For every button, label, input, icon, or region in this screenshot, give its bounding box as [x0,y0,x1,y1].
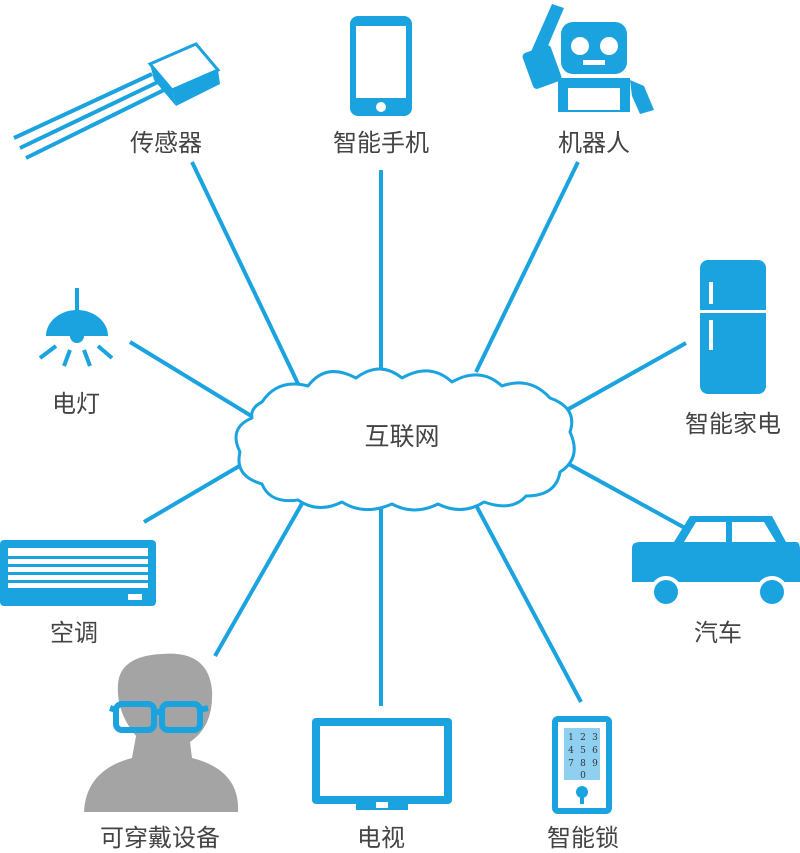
refrigerator-icon [700,260,766,394]
device-appliance: 智能家电 [685,260,781,438]
lamp-icon [38,288,114,367]
connector-wearable [213,499,306,657]
device-air-conditioner: 空调 [0,540,156,647]
sensor-icon [13,42,221,160]
keypad-key: 7 [568,759,574,769]
device-sensor: 传感器 [13,42,221,160]
robot-label: 机器人 [558,129,630,157]
keypad-key: 6 [592,746,598,756]
device-wearable: 可穿戴设备 [84,653,239,852]
smartphone-label: 智能手机 [333,129,429,157]
air-conditioner-icon [0,540,156,606]
device-robot: 机器人 [522,4,654,157]
connector-air-conditioner [142,456,255,524]
device-smartphone: 智能手机 [333,16,429,157]
robot-icon [522,4,654,114]
smart-lock-icon [552,716,612,814]
lamp-label: 电灯 [52,390,100,418]
appliance-label: 智能家电 [685,410,781,438]
air-conditioner-label: 空调 [50,619,98,647]
keypad-key: 1 [568,733,574,743]
tv-icon [312,718,452,810]
device-car: 汽车 [632,516,800,647]
keypad-key: 4 [568,746,574,756]
tv-label: 电视 [357,824,405,852]
keypad-key: 3 [592,733,598,743]
connector-lines [128,161,687,706]
connector-car [564,460,686,530]
car-label: 汽车 [694,619,742,647]
connector-sensor [190,161,304,393]
device-tv: 电视 [312,718,452,852]
hub-label: 互联网 [364,422,439,451]
wearable-label: 可穿戴设备 [100,824,220,852]
person-glasses-icon [84,653,239,812]
smart-lock-label: 智能锁 [547,824,619,852]
smartphone-icon [350,16,412,116]
keypad-key: 2 [580,733,586,743]
sensor-label: 传感器 [130,129,202,157]
device-lamp: 电灯 [38,288,114,418]
connector-smart-lock [468,493,583,703]
cloud-icon: 互联网 [234,367,576,512]
car-icon [632,516,800,608]
keypad-key: 8 [580,759,586,769]
device-smart-lock: 1 2 3 4 5 6 7 8 9 0 智能锁 [547,716,619,852]
connector-robot [474,161,580,373]
keypad-key: 9 [592,759,598,769]
keypad-key: 5 [580,746,586,756]
keypad-key: 0 [580,771,586,781]
smart-lock-keypad: 1 2 3 4 5 6 7 8 9 0 [568,733,598,781]
connector-lamp [128,340,260,422]
connector-appliance [564,341,687,413]
